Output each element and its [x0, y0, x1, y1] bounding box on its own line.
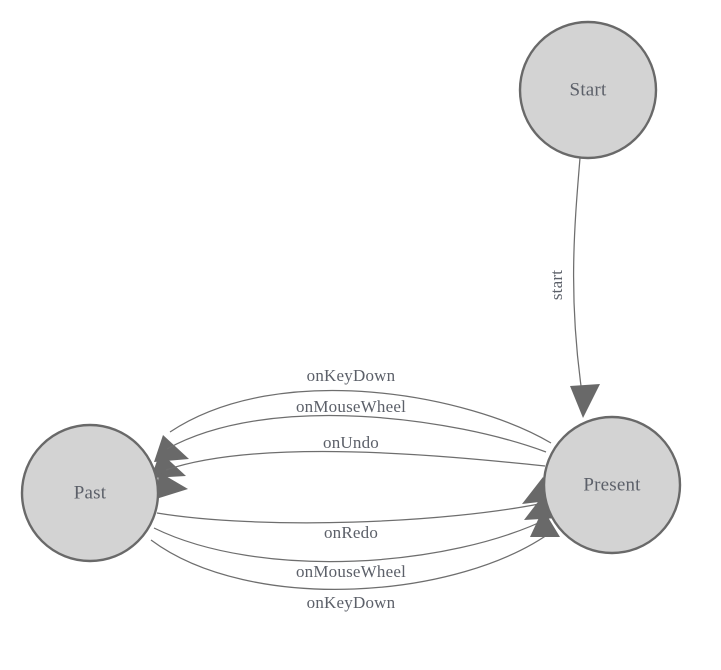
node-start[interactable]: Start — [518, 20, 658, 160]
edge-label-past-present-keydown: onKeyDown — [307, 593, 396, 612]
node-start-label: Start — [570, 79, 607, 100]
node-present-label: Present — [583, 474, 641, 495]
edge-start-to-present[interactable] — [570, 157, 600, 418]
edge-present-to-past-mousewheel[interactable] — [151, 414, 547, 478]
node-past[interactable]: Past — [20, 423, 160, 563]
edge-past-to-present-redo[interactable] — [156, 477, 556, 524]
node-present-circle — [542, 415, 682, 555]
node-past-circle — [20, 423, 160, 563]
edge-past-to-present-keydown[interactable] — [150, 509, 560, 590]
edge-path-past-present-1 — [156, 501, 550, 524]
node-past-label: Past — [74, 482, 107, 503]
edge-path-present-past-3 — [165, 450, 546, 471]
edge-label-present-past-keydown: onKeyDown — [307, 366, 396, 385]
edge-path-present-past-1 — [169, 389, 552, 444]
edge-label-start: start — [547, 270, 566, 300]
arrowhead-start-present — [570, 384, 600, 418]
edge-path-start-present — [572, 157, 584, 401]
arrowhead-present-past-2 — [151, 452, 186, 478]
node-start-circle — [518, 20, 658, 160]
edge-label-present-past-mousewheel: onMouseWheel — [296, 397, 406, 416]
edge-labels-layer: start onKeyDown onMouseWheel onUndo onRe… — [296, 270, 566, 612]
edge-path-past-present-3 — [150, 529, 555, 590]
edge-path-past-present-2 — [153, 516, 552, 563]
edge-label-present-past-undo: onUndo — [323, 433, 379, 452]
edge-label-past-present-redo: onRedo — [324, 523, 378, 542]
edge-label-past-present-mousewheel: onMouseWheel — [296, 562, 406, 581]
edge-present-to-past-undo[interactable] — [156, 450, 546, 499]
nodes-layer: Start Past Present — [20, 20, 682, 563]
node-present[interactable]: Present — [542, 415, 682, 555]
arrowhead-present-past-3 — [156, 472, 188, 499]
arrowhead-past-present-3 — [530, 509, 560, 537]
edge-path-present-past-2 — [166, 414, 547, 453]
